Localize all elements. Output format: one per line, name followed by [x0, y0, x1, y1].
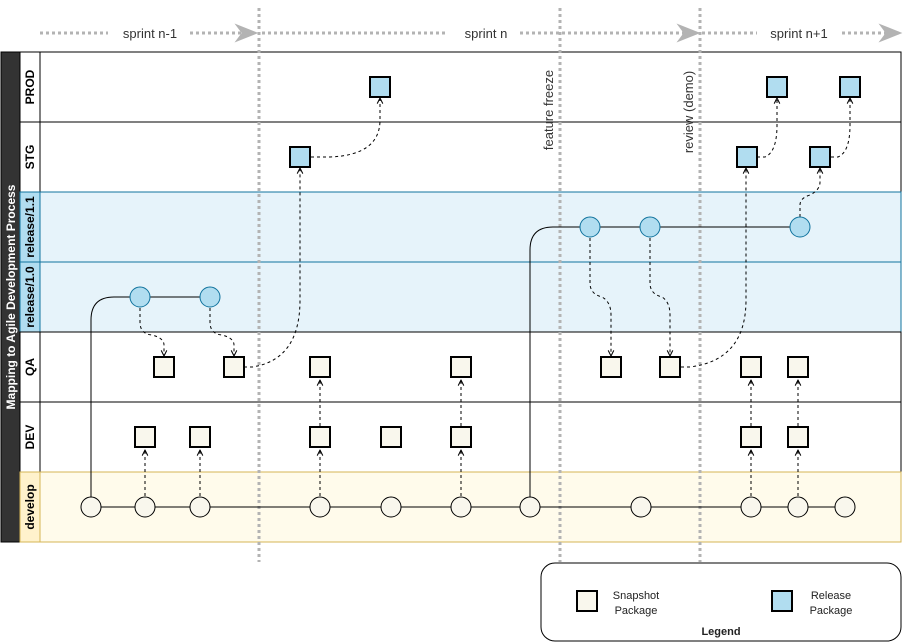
snapshot-package: [740, 356, 762, 378]
commit-node: [309, 496, 331, 518]
lane-label-stg: STG: [23, 145, 37, 170]
legend-release-line2: Package: [810, 605, 853, 617]
release-node: [639, 216, 661, 238]
snapshot-package: [380, 426, 402, 448]
lane-label-prod: PROD: [23, 69, 37, 104]
release-package: [736, 146, 758, 168]
release-node: [579, 216, 601, 238]
release-package: [809, 146, 831, 168]
release-packages: [289, 76, 861, 168]
snapshot-package: [223, 356, 245, 378]
sprint-dividers: [257, 8, 702, 562]
sprint-label-n-1: sprint n-1: [123, 26, 177, 41]
legend-release-swatch: [771, 590, 793, 612]
snapshot-package: [153, 356, 175, 378]
legend-title: Legend: [701, 626, 740, 638]
release-package: [839, 76, 861, 98]
release-node: [199, 286, 221, 308]
release-node: [789, 216, 811, 238]
pool-title: Mapping to Agile Development Process: [4, 184, 18, 409]
lane-stg: STG: [19, 121, 902, 193]
commit-node: [80, 496, 102, 518]
develop-branch-line: [90, 226, 845, 508]
marker-feature-freeze: feature freeze: [541, 70, 556, 150]
pool-title-bar: Mapping to Agile Development Process: [0, 51, 21, 543]
legend-snapshot-line1: Snapshot: [613, 590, 659, 602]
release-package: [766, 76, 788, 98]
snapshot-package: [787, 426, 809, 448]
snapshot-package: [189, 426, 211, 448]
commit-node: [519, 496, 541, 518]
snapshot-package: [309, 356, 331, 378]
commit-node: [834, 496, 856, 518]
snapshot-package: [450, 426, 472, 448]
sprint-label-n+1: sprint n+1: [770, 26, 827, 41]
snapshot-package: [740, 426, 762, 448]
snapshot-packages: [134, 356, 809, 448]
commit-node: [787, 496, 809, 518]
lane-label-release-1-1: release/1.1: [23, 196, 37, 258]
sprint-label-n: sprint n: [465, 26, 508, 41]
snapshot-package: [450, 356, 472, 378]
release-package: [289, 146, 311, 168]
snapshot-package: [787, 356, 809, 378]
commit-node: [630, 496, 652, 518]
snapshot-package: [134, 426, 156, 448]
lane-label-qa: QA: [23, 358, 37, 376]
marker-review-demo: review (demo): [681, 71, 696, 153]
release-commits: [129, 216, 811, 308]
commit-node: [189, 496, 211, 518]
legend-snapshot-swatch: [576, 590, 598, 612]
commit-node: [450, 496, 472, 518]
lane-label-develop: develop: [23, 484, 37, 529]
snapshot-package: [309, 426, 331, 448]
lane-label-release-1-0: release/1.0: [23, 266, 37, 328]
release-package: [369, 76, 391, 98]
legend: Snapshot Package Release Package Legend: [540, 562, 902, 642]
commit-node: [380, 496, 402, 518]
snapshot-package: [600, 356, 622, 378]
commit-node: [134, 496, 156, 518]
legend-release-line1: Release: [811, 590, 851, 602]
lane-label-dev: DEV: [23, 425, 37, 450]
promotion-arrows: [139, 98, 850, 496]
snapshot-package: [659, 356, 681, 378]
sprint-timeline: sprint n-1 sprint n sprint n+1: [40, 23, 903, 43]
release-node: [129, 286, 151, 308]
legend-snapshot-line2: Package: [615, 605, 658, 617]
commit-node: [740, 496, 762, 518]
develop-commits: [80, 496, 856, 518]
lane-prod: PROD: [19, 51, 902, 123]
